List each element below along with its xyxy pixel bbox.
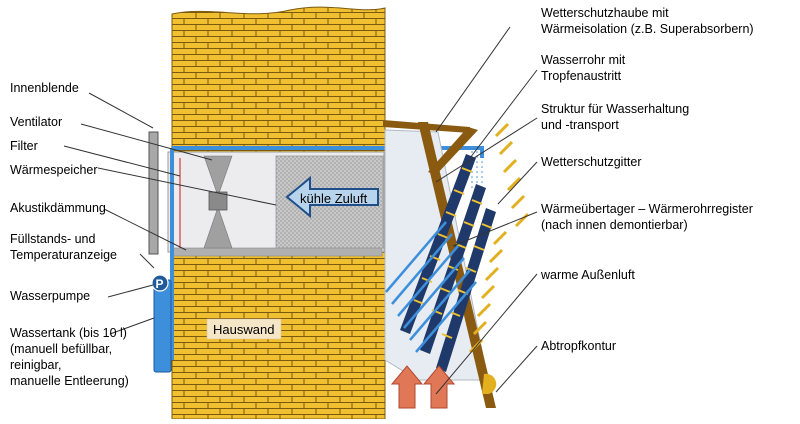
drip-contour bbox=[482, 373, 497, 394]
label-waermeuebertrager-1: Wärmeübertager – Wärmerohrregister bbox=[541, 202, 753, 216]
label-waermeuebertrager-2: (nach innen demontierbar) bbox=[541, 218, 688, 232]
label-rohr-2: Tropfenaustritt bbox=[541, 69, 622, 83]
hauswand-label-box bbox=[206, 318, 282, 340]
label-wassertank-1: Wassertank (bis 10 l) bbox=[10, 326, 127, 340]
water-tank bbox=[153, 279, 172, 373]
label-haube-2: Wärmeisolation (z.B. Superabsorbern) bbox=[541, 22, 754, 36]
cool-air-arrow bbox=[285, 175, 379, 219]
label-wasserpumpe: Wasserpumpe bbox=[10, 289, 90, 303]
label-akustikdaemmung: Akustikdämmung bbox=[10, 201, 106, 215]
leader-lines-left bbox=[63, 92, 277, 335]
inner-blind bbox=[148, 131, 159, 255]
label-innenblende: Innenblende bbox=[10, 81, 79, 95]
label-aussenluft: warme Außenluft bbox=[540, 268, 635, 282]
label-filter: Filter bbox=[10, 139, 38, 153]
water-drops bbox=[470, 150, 486, 190]
pump-icon bbox=[151, 274, 169, 292]
label-wassertank-2: (manuell befüllbar, bbox=[10, 342, 112, 356]
kuehle-zuluft-label: kühle Zuluft bbox=[300, 191, 368, 206]
label-waermespeicher: Wärmespeicher bbox=[10, 163, 98, 177]
label-fuellstand-1: Füllstands- und bbox=[10, 232, 96, 246]
label-haube-1: Wetterschutzhaube mit bbox=[541, 6, 669, 20]
label-struktur-1: Struktur für Wasserhaltung bbox=[541, 102, 689, 116]
pump-symbol: P bbox=[156, 277, 164, 291]
label-abtropf: Abtropfkontur bbox=[541, 339, 616, 353]
label-rohr-1: Wasserrohr mit bbox=[541, 53, 626, 67]
label-gitter: Wetterschutzgitter bbox=[541, 155, 642, 169]
fan-icon bbox=[203, 155, 233, 249]
leader-lines-right bbox=[435, 26, 538, 395]
label-fuellstand-2: Temperaturanzeige bbox=[10, 248, 117, 262]
hauswand-label: Hauswand bbox=[213, 322, 274, 337]
heat-pipe-register bbox=[385, 221, 477, 353]
label-struktur-2: und -transport bbox=[541, 118, 619, 132]
acoustic-damping bbox=[171, 247, 383, 257]
label-ventilator: Ventilator bbox=[10, 115, 62, 129]
label-wassertank-4: manuelle Entleerung) bbox=[10, 374, 129, 388]
label-wassertank-3: reinigbar, bbox=[10, 358, 61, 372]
warm-air-arrows bbox=[390, 365, 456, 409]
